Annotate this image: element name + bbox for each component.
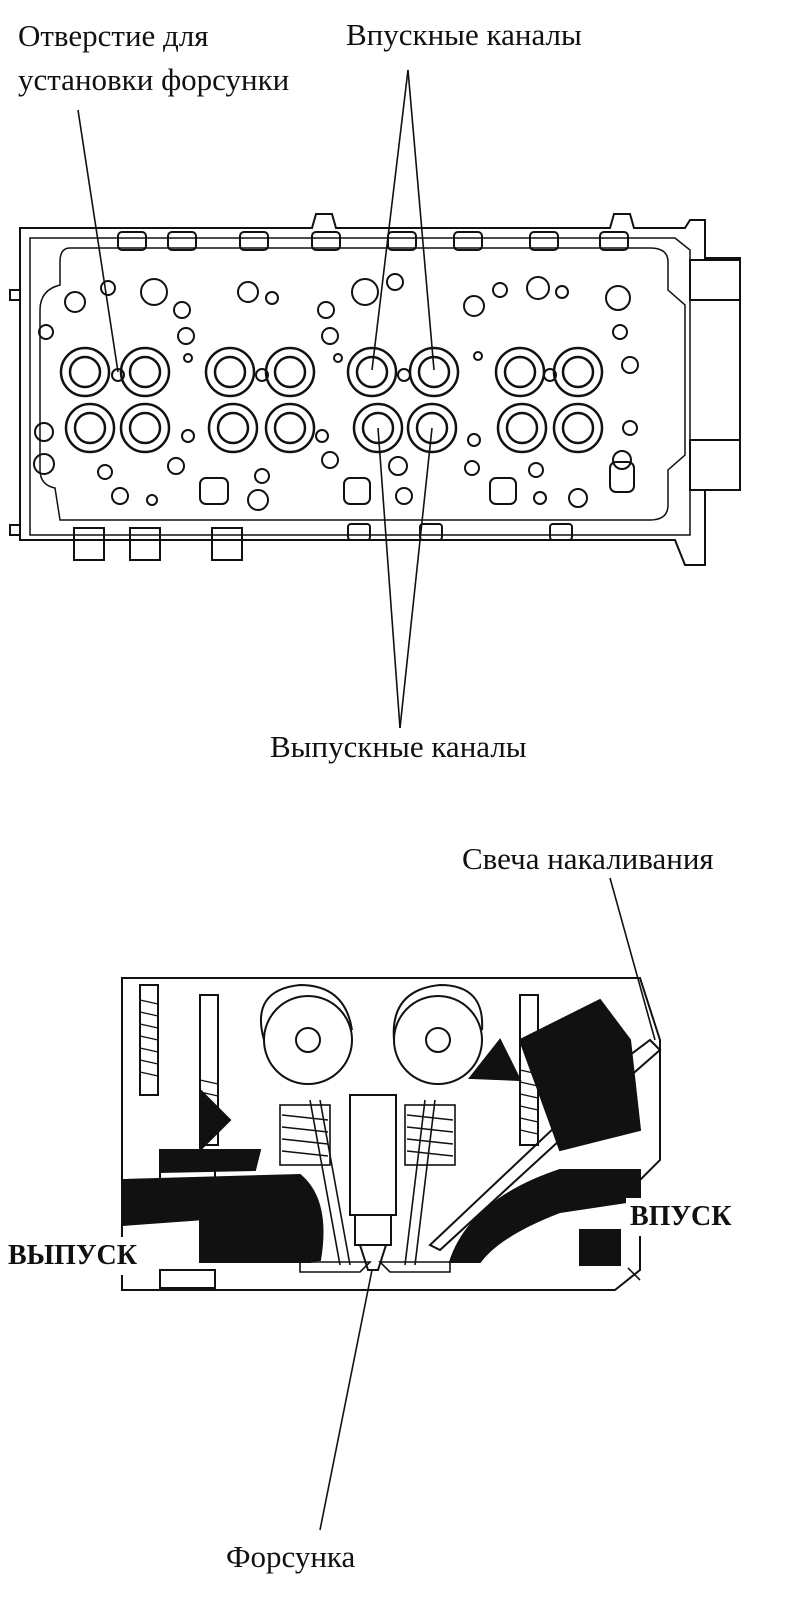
intake-ports-label: Впускные каналы: [346, 17, 582, 52]
injector-hole-label: Отверстие для установки форсунки: [18, 18, 290, 97]
exhaust-ports-label: Выпускные каналы: [270, 729, 527, 764]
intake-label: ВПУСК: [626, 1198, 736, 1236]
callout-lines-top: [77, 69, 435, 729]
injector-label: Форсунка: [226, 1539, 356, 1574]
cylinder-head-section-view: [121, 977, 662, 1291]
callout-lines-section: [319, 877, 656, 1531]
glow-plug-label: Свеча накаливания: [462, 841, 714, 876]
exhaust-label: ВЫПУСК: [4, 1237, 142, 1275]
cylinder-head-top-view: [9, 213, 741, 566]
